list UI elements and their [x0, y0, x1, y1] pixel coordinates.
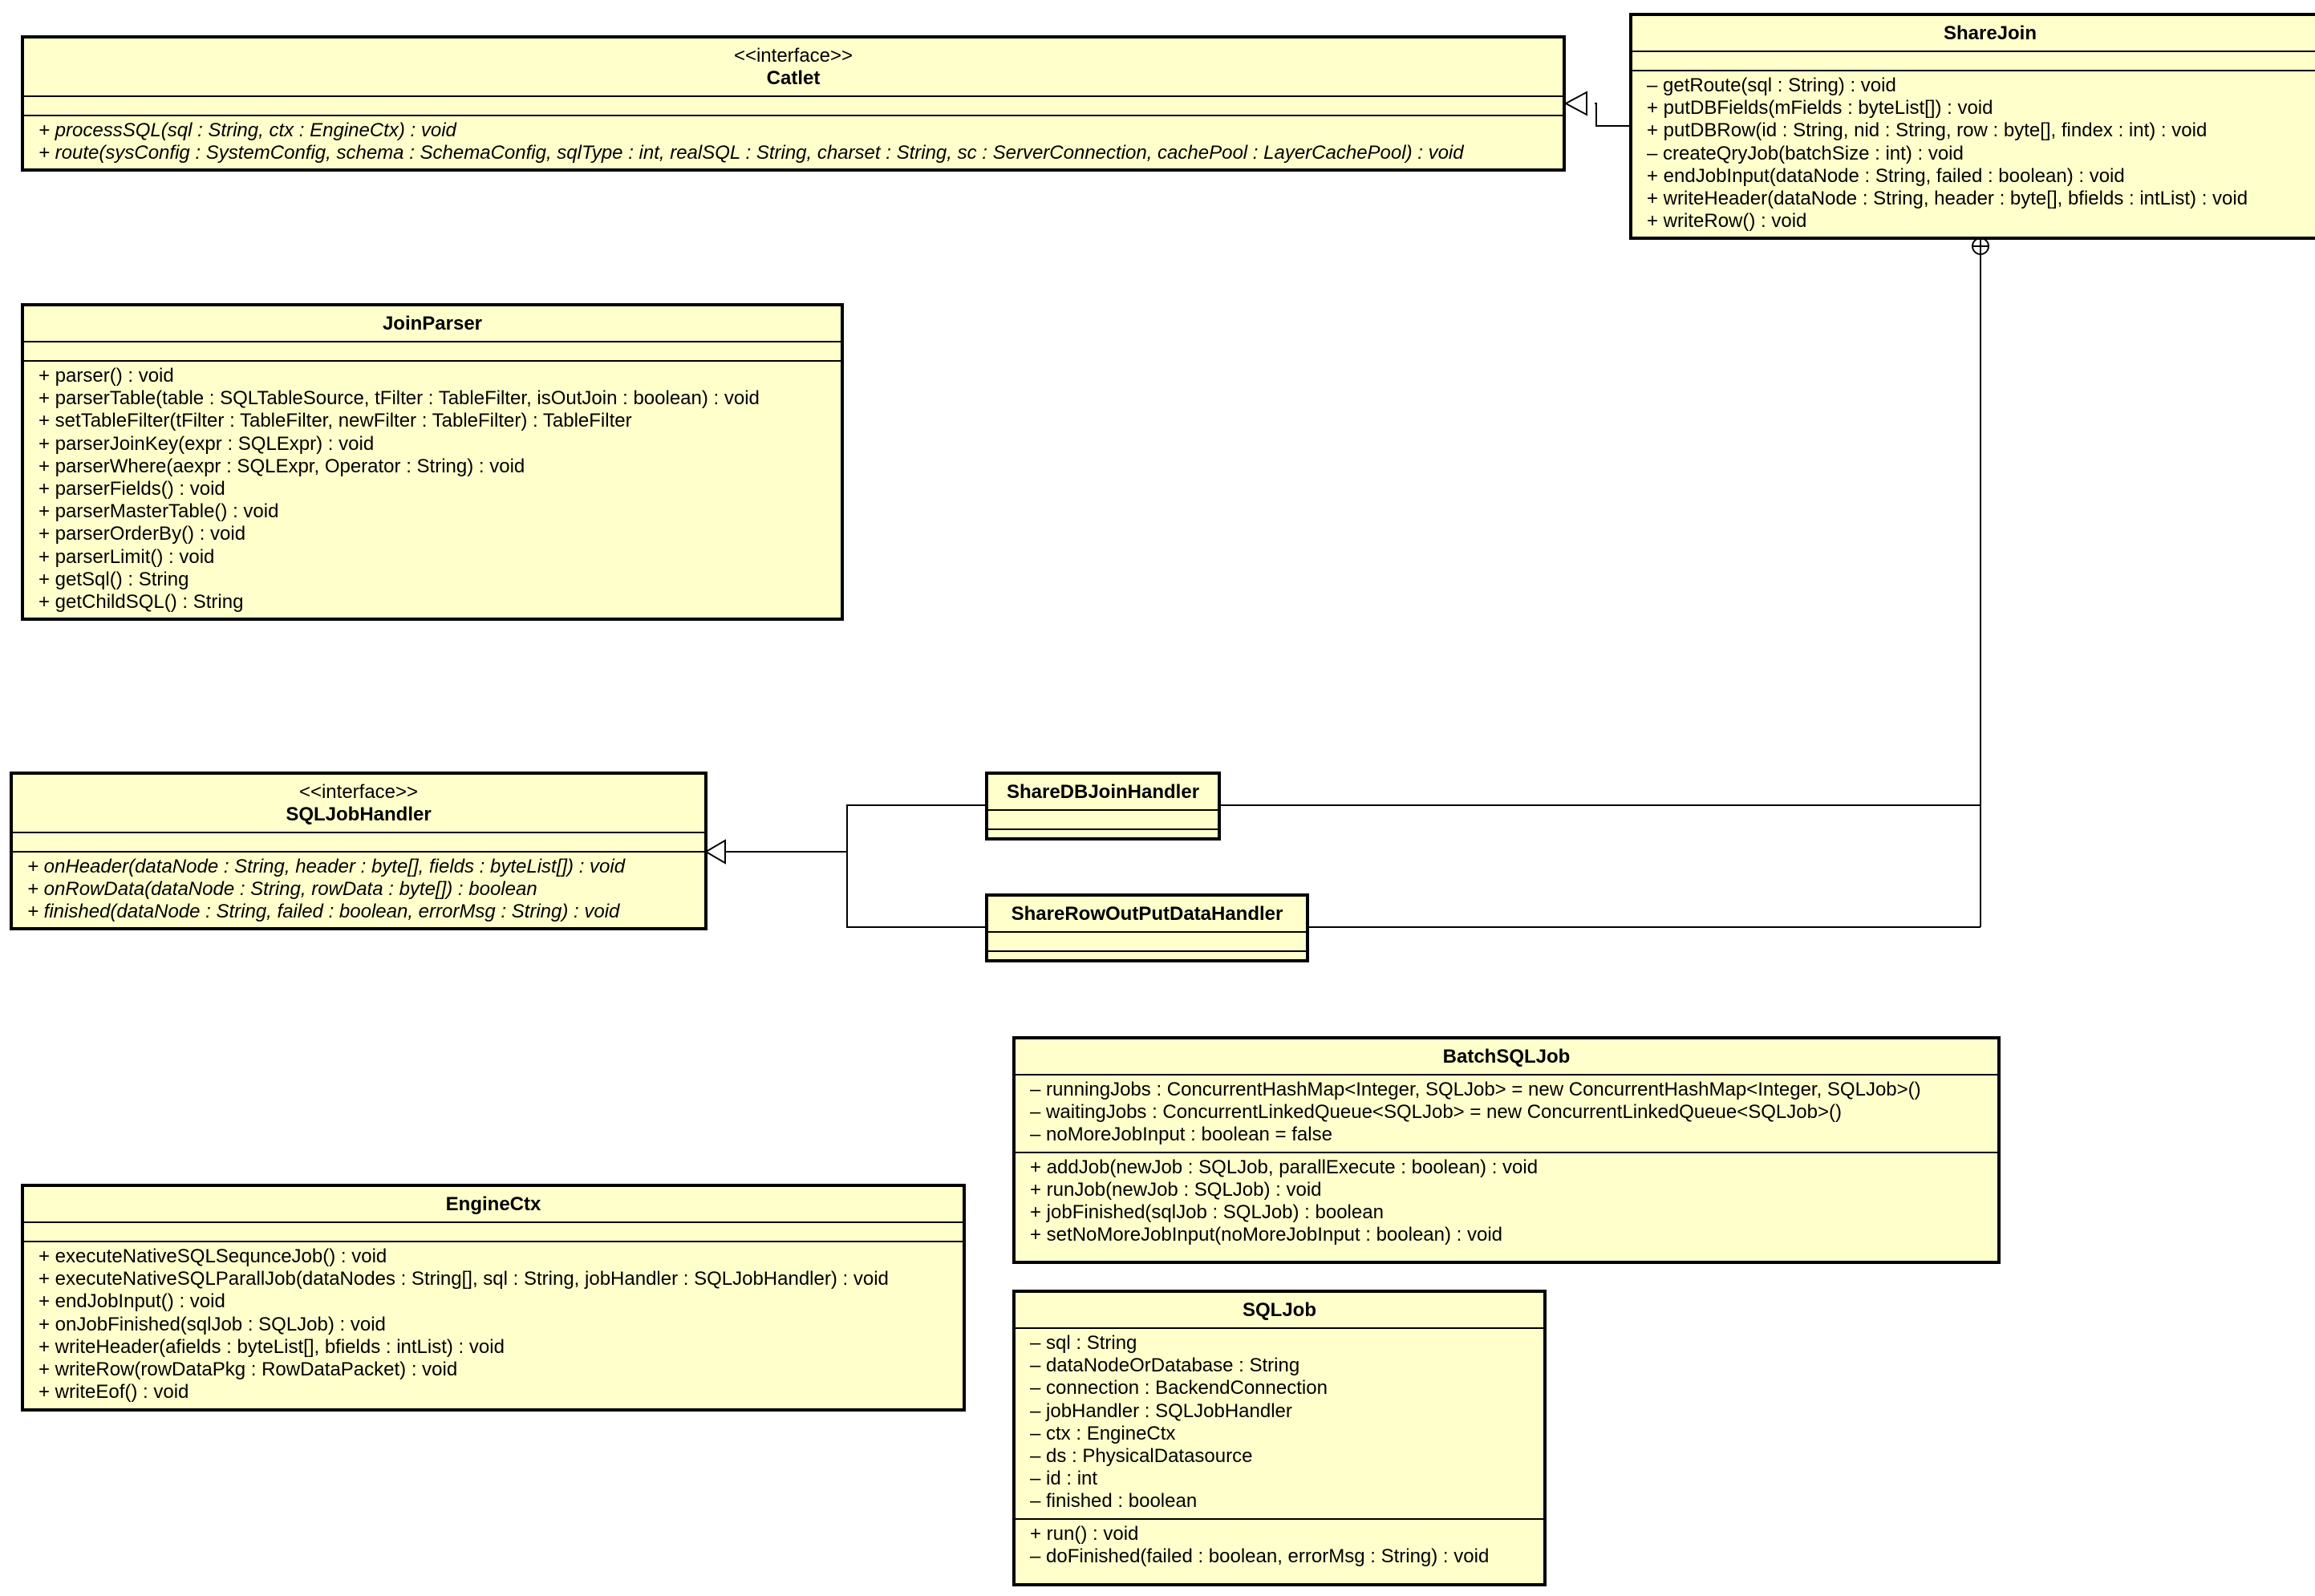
operation-row: + parserLimit() : void [39, 545, 215, 568]
stereotype: <<interface>> [298, 781, 419, 803]
class-sharejoin[interactable]: ShareJoin – getRoute(sql : String) : voi… [1629, 13, 2315, 240]
operations-section: + onHeader(dataNode : String, header : b… [13, 853, 704, 927]
realization-sharejoin-catlet [1595, 103, 1629, 127]
operations-section: + parser() : void+ parserTable(table : S… [24, 362, 841, 618]
class-name: SQLJob [1242, 1299, 1316, 1321]
operation-row: + processSQL(sql : String, ctx : EngineC… [39, 119, 456, 141]
operation-row: + getSql() : String [39, 568, 189, 590]
operations-section [988, 952, 1306, 959]
class-header: <<interface>> Catlet [24, 38, 1563, 97]
operation-row: + executeNativeSQLParallJob(dataNodes : … [39, 1268, 889, 1290]
operation-row: + jobFinished(sqlJob : SQLJob) : boolean [1030, 1201, 1384, 1224]
class-name: Catlet [766, 67, 821, 89]
operation-row: + runJob(newJob : SQLJob) : void [1030, 1178, 1322, 1201]
operation-row: + parserOrderBy() : void [39, 523, 246, 545]
attributes-section [1632, 52, 2315, 71]
operation-row: + route(sysConfig : SystemConfig, schema… [39, 142, 1464, 164]
attribute-row: – waitingJobs : ConcurrentLinkedQueue<SQ… [1030, 1101, 1842, 1124]
attributes-section: – runningJobs : ConcurrentHashMap<Intege… [1016, 1075, 1997, 1153]
stereotype: <<interface>> [733, 45, 853, 67]
class-header: ShareDBJoinHandler [988, 775, 1218, 811]
attribute-row: – dataNodeOrDatabase : String [1030, 1355, 1300, 1377]
attribute-row: – finished : boolean [1030, 1490, 1198, 1513]
operation-row: + finished(dataNode : String, failed : b… [27, 901, 620, 923]
operation-row: + getChildSQL() : String [39, 591, 244, 614]
operation-row: + parserFields() : void [39, 478, 225, 500]
attributes-section [988, 811, 1218, 830]
attribute-row: – ds : PhysicalDatasource [1030, 1445, 1253, 1468]
operations-section: – getRoute(sql : String) : void+ putDBFi… [1632, 71, 2315, 237]
class-header: SQLJob [1016, 1293, 1543, 1329]
class-batchsqljob[interactable]: BatchSQLJob – runningJobs : ConcurrentHa… [1012, 1036, 2001, 1264]
operation-row: + run() : void [1030, 1522, 1139, 1545]
operations-section: + processSQL(sql : String, ctx : EngineC… [24, 116, 1563, 168]
class-sharedbjoinhandler[interactable]: ShareDBJoinHandler [985, 772, 1221, 841]
operation-row: + onJobFinished(sqlJob : SQLJob) : void [39, 1313, 386, 1335]
class-header: EngineCtx [24, 1187, 963, 1223]
class-sqljob[interactable]: SQLJob – sql : String– dataNodeOrDatabas… [1012, 1290, 1547, 1586]
operation-row: + executeNativeSQLSequnceJob() : void [39, 1246, 387, 1267]
attribute-row: – sql : String [1030, 1332, 1137, 1354]
operations-section: + addJob(newJob : SQLJob, parallExecute … [1016, 1153, 1997, 1252]
operation-row: + writeHeader(dataNode : String, header … [1647, 188, 2248, 210]
operation-row: + parserJoinKey(expr : SQLExpr) : void [39, 432, 375, 455]
operations-section: + executeNativeSQLSequnceJob() : void+ e… [24, 1242, 963, 1408]
operation-row: + writeEof() : void [39, 1381, 189, 1404]
class-enginectx[interactable]: EngineCtx + executeNativeSQLSequnceJob()… [21, 1184, 966, 1412]
class-header: ShareRowOutPutDataHandler [988, 897, 1306, 933]
attributes-section [24, 1223, 963, 1242]
class-name: ShareRowOutPutDataHandler [1011, 903, 1283, 925]
attribute-row: – ctx : EngineCtx [1030, 1422, 1176, 1444]
nesting-anchor-icon [1972, 237, 1989, 255]
operation-row: + onRowData(dataNode : String, rowData :… [27, 878, 537, 901]
attribute-row: – noMoreJobInput : boolean = false [1030, 1124, 1332, 1146]
class-name: ShareJoin [1943, 22, 2037, 44]
operation-row: + writeHeader(afields : byteList[], bfie… [39, 1335, 505, 1358]
operation-row: – doFinished(failed : boolean, errorMsg … [1030, 1545, 1490, 1567]
operations-section: + run() : void– doFinished(failed : bool… [1016, 1520, 1543, 1573]
operation-row: + endJobInput() : void [39, 1290, 225, 1313]
operation-row: + setTableFilter(tFilter : TableFilter, … [39, 410, 632, 432]
operation-row: + parserMasterTable() : void [39, 500, 279, 523]
realization-dbjoin-handler [846, 804, 985, 928]
operation-row: + onHeader(dataNode : String, header : b… [27, 856, 626, 877]
operation-row: + parserWhere(aexpr : SQLExpr, Operator … [39, 455, 525, 477]
operations-section [988, 830, 1218, 837]
class-name: JoinParser [382, 313, 483, 334]
class-header: ShareJoin [1632, 16, 2315, 52]
class-name: EngineCtx [445, 1193, 541, 1215]
attributes-section [24, 97, 1563, 116]
operation-row: + addJob(newJob : SQLJob, parallExecute … [1030, 1156, 1539, 1178]
class-joinparser[interactable]: JoinParser + parser() : void+ parserTabl… [21, 303, 844, 621]
operation-row: – createQryJob(batchSize : int) : void [1647, 142, 1964, 164]
attributes-section [24, 342, 841, 362]
operation-row: + putDBFields(mFields : byteList[]) : vo… [1647, 97, 1993, 119]
attribute-row: – connection : BackendConnection [1030, 1377, 1328, 1400]
operation-row: + setNoMoreJobInput(noMoreJobInput : boo… [1030, 1224, 1503, 1246]
realization-arrowhead-catlet [1563, 91, 1587, 116]
class-sqljobhandler[interactable]: <<interface>> SQLJobHandler + onHeader(d… [10, 772, 707, 930]
attribute-row: – id : int [1030, 1468, 1098, 1490]
attribute-row: – jobHandler : SQLJobHandler [1030, 1400, 1292, 1422]
realization-arrowhead-sqljobhandler [704, 839, 726, 865]
operation-row: + endJobInput(dataNode : String, failed … [1647, 164, 2125, 187]
class-name: BatchSQLJob [1442, 1046, 1571, 1067]
class-header: BatchSQLJob [1016, 1039, 1997, 1075]
class-name: SQLJobHandler [286, 804, 432, 825]
operation-row: + writeRow() : void [1647, 210, 1807, 233]
operation-row: – getRoute(sql : String) : void [1647, 75, 1896, 96]
operation-row: + putDBRow(id : String, nid : String, ro… [1647, 119, 2208, 142]
class-sharerowoutputdatahandler[interactable]: ShareRowOutPutDataHandler [985, 893, 1309, 962]
class-header: JoinParser [24, 306, 841, 342]
operation-row: + parserTable(table : SQLTableSource, tF… [39, 387, 760, 410]
operation-row: + writeRow(rowDataPkg : RowDataPacket) :… [39, 1359, 458, 1381]
attributes-section: – sql : String– dataNodeOrDatabase : Str… [1016, 1329, 1543, 1520]
operation-row: + parser() : void [39, 365, 174, 387]
class-catlet[interactable]: <<interface>> Catlet + processSQL(sql : … [21, 35, 1566, 172]
attributes-section [988, 933, 1306, 952]
class-name: ShareDBJoinHandler [1006, 781, 1200, 803]
class-header: <<interface>> SQLJobHandler [13, 775, 704, 833]
attributes-section [13, 833, 704, 853]
attribute-row: – runningJobs : ConcurrentHashMap<Intege… [1030, 1079, 1921, 1100]
